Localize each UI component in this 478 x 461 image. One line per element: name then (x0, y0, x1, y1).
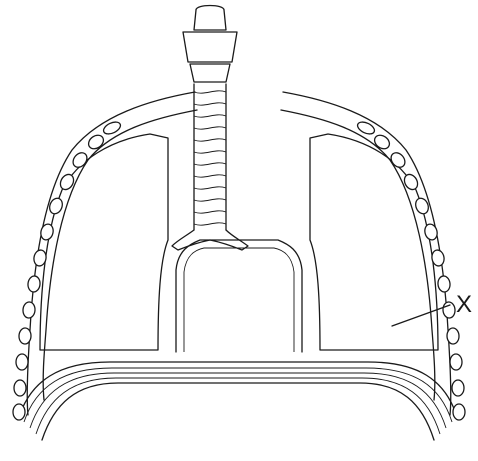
label-x: X (456, 291, 472, 318)
leader-line (392, 305, 450, 326)
trachea (194, 84, 226, 230)
mediastinum (176, 240, 302, 352)
left-lung (40, 134, 168, 350)
right-lung (310, 134, 438, 350)
larynx (183, 6, 237, 83)
diaphragm (18, 362, 458, 440)
